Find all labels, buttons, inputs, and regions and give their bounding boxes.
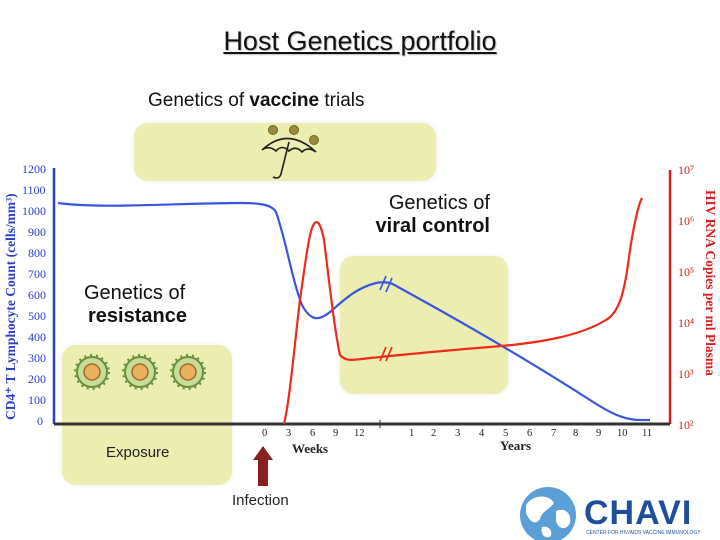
left-tick-label: 1100	[22, 183, 46, 197]
viral-control-label: Genetics of viral control	[340, 192, 490, 238]
left-tick-label: 900	[28, 225, 46, 239]
resistance-label: Genetics of resistance	[84, 282, 187, 328]
left-tick-label: 500	[28, 309, 46, 323]
left-tick-label: 700	[28, 267, 46, 281]
right-tick-label: 10³	[678, 367, 694, 381]
week-tick-label: 9	[333, 428, 339, 439]
left-tick-label: 200	[28, 372, 46, 386]
virus-particle-icon	[170, 354, 206, 390]
chavi-logo-subtext: CENTER FOR HIV/AIDS VACCINE IMMUNOLOGY	[586, 530, 701, 536]
year-tick-label: 9	[596, 428, 602, 439]
vaccine-label-prefix: Genetics of	[148, 90, 250, 111]
cd4-break-mark	[379, 275, 393, 293]
infection-label: Infection	[232, 492, 289, 509]
year-tick-label: 5	[503, 428, 509, 439]
vaccine-label-bold: vaccine	[249, 90, 320, 111]
left-tick-label: 800	[28, 246, 46, 260]
left-tick-label: 1000	[22, 204, 46, 218]
week-tick-label: 12	[354, 428, 365, 439]
year-tick-label: 4	[479, 428, 485, 439]
exposure-label: Exposure	[106, 444, 170, 461]
virus-dots-small	[268, 125, 319, 145]
vaccine-label-suffix: trials	[319, 90, 365, 111]
right-tick-label: 10⁵	[678, 265, 695, 279]
year-tick-label: 2	[431, 428, 437, 439]
infection-arrow-icon	[253, 446, 273, 486]
resist-label-line2: resistance	[88, 305, 187, 327]
left-tick-label: 1200	[22, 162, 46, 176]
globe-logo-icon	[520, 487, 576, 540]
viral-control-box	[340, 256, 508, 394]
left-tick-label: 600	[28, 288, 46, 302]
umbrella-icon	[261, 137, 317, 179]
left-axis-title: CD4⁺ T Lymphocyte Count (cells/mm³)	[3, 193, 18, 420]
year-tick-label: 6	[527, 428, 533, 439]
weeks-axis-title: Weeks	[292, 441, 329, 456]
virus-particle-icon	[74, 354, 110, 390]
year-tick-label: 8	[573, 428, 579, 439]
left-tick-label: 300	[28, 351, 46, 365]
right-axis-title: HIV RNA Copies per ml Plasma	[703, 190, 718, 376]
right-tick-label: 10⁶	[678, 214, 695, 228]
vaccine-trials-box	[134, 123, 436, 181]
page-title: Host Genetics portfolio	[223, 26, 497, 56]
week-tick-label: 0	[262, 428, 268, 439]
year-tick-label: 10	[617, 428, 628, 439]
week-tick-label: 6	[310, 428, 316, 439]
years-axis-title: Years	[500, 438, 532, 453]
rna-break-mark	[379, 346, 393, 362]
week-tick-label: 3	[286, 428, 292, 439]
hiv-rna-curve	[282, 197, 643, 425]
viral-label-line2: viral control	[375, 215, 490, 237]
year-tick-label: 1	[409, 428, 415, 439]
left-tick-label: 100	[28, 393, 46, 407]
cd4-curve	[57, 201, 650, 422]
year-tick-label: 3	[455, 428, 461, 439]
left-tick-label: 0	[37, 414, 43, 428]
right-tick-label: 10²	[678, 418, 694, 432]
year-tick-label: 7	[551, 428, 557, 439]
vaccine-trials-label: Genetics of vaccine trials	[148, 90, 365, 112]
left-tick-label: 400	[28, 330, 46, 344]
virus-particle-icon	[122, 354, 158, 390]
resist-label-line1: Genetics of	[84, 282, 186, 304]
right-tick-label: 10⁷	[678, 163, 695, 177]
chavi-logo-text: CHAVI	[584, 494, 693, 532]
viral-label-line1: Genetics of	[388, 192, 490, 214]
year-tick-label: 11	[642, 428, 653, 439]
right-tick-label: 10⁴	[678, 316, 695, 330]
